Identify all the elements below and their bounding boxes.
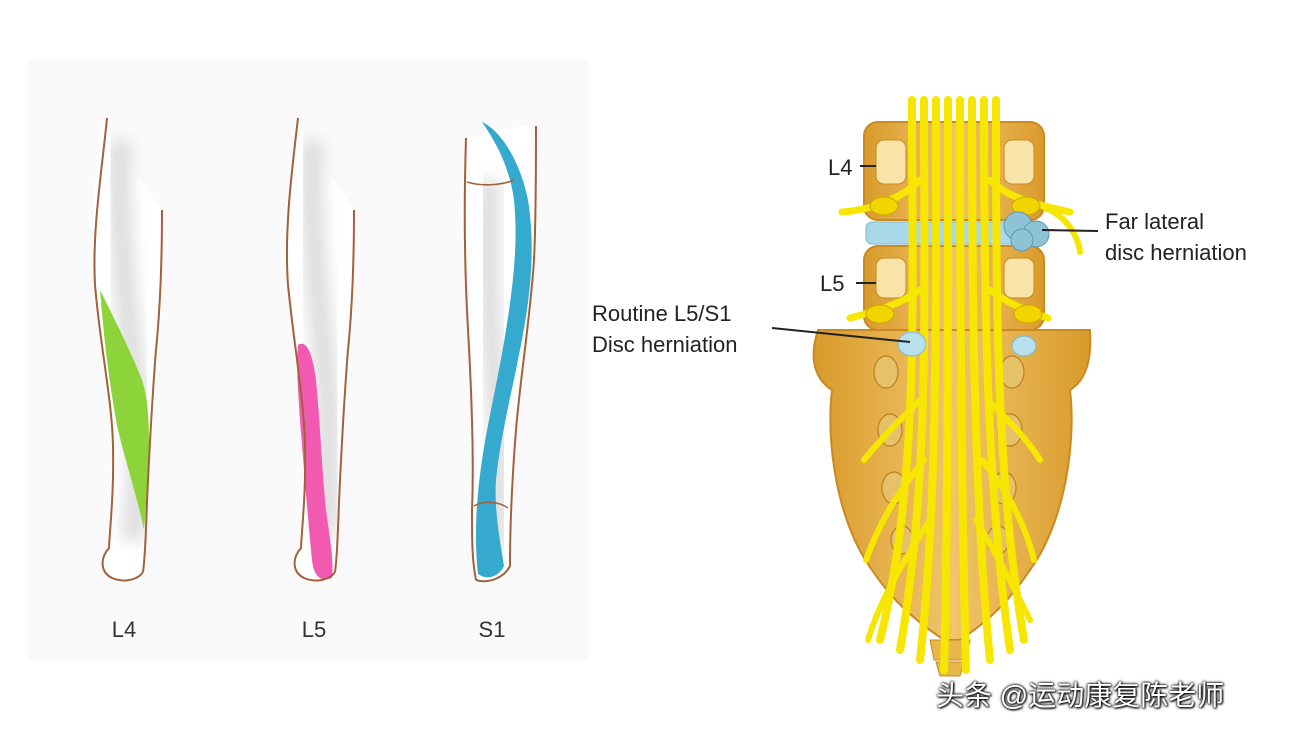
far-lateral-leader-line: [1041, 229, 1099, 232]
vertebra-label-l5: L5: [820, 271, 845, 296]
leg-l4: [93, 117, 163, 582]
dermatome-l5-region: [297, 343, 333, 580]
routine-leader-line: [771, 327, 911, 343]
sacrum: [812, 329, 1092, 641]
cauda-equina: [838, 96, 1083, 674]
dermatome-s1-region: [475, 122, 532, 578]
leg-l5: [285, 117, 355, 582]
dermatome-label-l4: L4: [111, 617, 137, 642]
routine-herniation-label: Routine L5/S1 Disc herniation: [592, 298, 738, 360]
dermatome-label-s1: S1: [478, 617, 506, 642]
spine-illustration: [771, 96, 1099, 677]
vertebra-label-l4: L4: [828, 155, 853, 180]
dermatome-label-l5: L5: [301, 617, 327, 642]
far-lateral-herniation: [1003, 211, 1050, 252]
far-lateral-label: Far lateral disc herniation: [1105, 206, 1247, 268]
far-lateral-label-line-2: disc herniation: [1105, 240, 1247, 265]
dermatome-l4-region: [100, 290, 149, 530]
far-lateral-label-line-1: Far lateral: [1105, 209, 1205, 234]
routine-herniation: [897, 331, 1037, 357]
leg-s1: [463, 122, 537, 583]
routine-label-line-2: Disc herniation: [592, 332, 738, 357]
watermark-text: 头条 @运动康复陈老师: [936, 680, 1225, 711]
routine-label-line-1: Routine L5/S1: [592, 301, 732, 326]
